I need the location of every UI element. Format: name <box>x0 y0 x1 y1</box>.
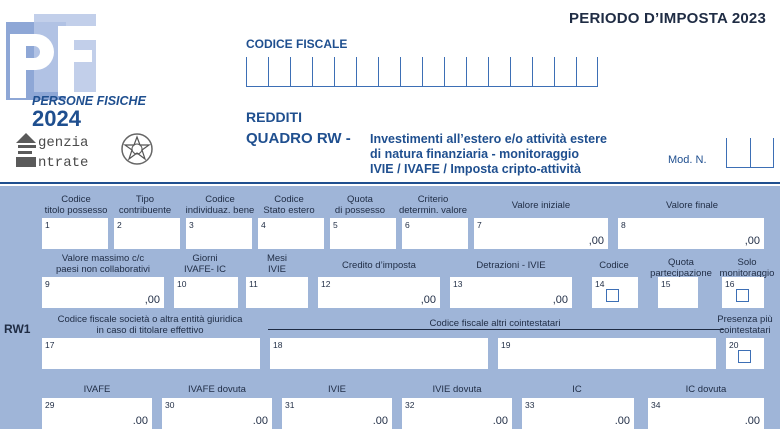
field-29-ivafe[interactable]: 29.00 <box>42 398 152 429</box>
quadro-desc-line: Investimenti all’estero e/o attività est… <box>370 132 607 146</box>
field-31-ivie[interactable]: 31.00 <box>282 398 392 429</box>
cf-cell[interactable] <box>422 57 444 87</box>
field-8-valore-finale[interactable]: 8,00 <box>618 218 764 249</box>
field-1[interactable]: 1 <box>42 218 108 249</box>
field-label-33: IC <box>572 384 582 395</box>
cf-cell[interactable] <box>466 57 488 87</box>
field-2[interactable]: 2 <box>114 218 180 249</box>
field-20-presenza-cointestatari[interactable]: 20 <box>726 338 764 369</box>
field-14-codice[interactable]: 14 <box>592 277 638 308</box>
quadro-desc-line: IVIE / IVAFE / Imposta cripto-attività <box>370 162 581 176</box>
field-label-14: Codice <box>599 260 629 271</box>
pf-logo <box>6 14 96 100</box>
cointestatari-divider <box>268 329 724 330</box>
field-18[interactable]: 18 <box>270 338 488 369</box>
cf-cell[interactable] <box>400 57 422 87</box>
field-label-12: Credito d’imposta <box>342 260 416 271</box>
field-label-30: IVAFE dovuta <box>188 384 246 395</box>
agenzia-entrate-logo: genzia ntrate <box>16 133 88 169</box>
field-19[interactable]: 19 <box>498 338 716 369</box>
field-7-valore-iniziale[interactable]: 7,00 <box>474 218 608 249</box>
cf-cell[interactable] <box>444 57 466 87</box>
field-label-18: Codice fiscale altri cointestatari <box>429 318 561 329</box>
field-label-31: IVIE <box>328 384 346 395</box>
field-label-13: Detrazioni - IVIE <box>476 260 546 271</box>
field-10[interactable]: 10 <box>174 277 238 308</box>
field-label-7: Valore iniziale <box>511 200 571 211</box>
codice-fiscale-label: CODICE FISCALE <box>246 37 348 51</box>
field-label-29: IVAFE <box>83 384 111 395</box>
logo-line2: 2024 <box>32 106 81 131</box>
cf-cell[interactable] <box>312 57 334 87</box>
field-34-ic-dovuta[interactable]: 34.00 <box>648 398 764 429</box>
monitoraggio-checkbox[interactable] <box>736 289 749 302</box>
quadro-description: Investimenti all’estero e/o attività est… <box>370 132 607 177</box>
field-16-solo-monitoraggio[interactable]: 16 <box>722 277 764 308</box>
cf-cell[interactable] <box>246 57 268 87</box>
row-label-rw1: RW1 <box>4 322 31 336</box>
field-3[interactable]: 3 <box>186 218 252 249</box>
cf-cell[interactable] <box>356 57 378 87</box>
cf-cell[interactable] <box>378 57 400 87</box>
field-5[interactable]: 5 <box>330 218 396 249</box>
codice-checkbox[interactable] <box>606 289 619 302</box>
field-9[interactable]: 9,00 <box>42 277 164 308</box>
cf-cell[interactable] <box>290 57 312 87</box>
cf-cell[interactable] <box>268 57 290 87</box>
field-11[interactable]: 11 <box>246 277 308 308</box>
cf-cell[interactable] <box>510 57 532 87</box>
field-17[interactable]: 17 <box>42 338 260 369</box>
field-12-credito-imposta[interactable]: 12,00 <box>318 277 440 308</box>
cf-cell[interactable] <box>334 57 356 87</box>
logo-line1: PERSONE FISICHE <box>32 94 146 108</box>
cf-cell[interactable] <box>532 57 554 87</box>
field-label-8: Valore finale <box>665 200 719 211</box>
field-15-quota[interactable]: 15 <box>658 277 698 308</box>
field-label-32: IVIE dovuta <box>432 384 482 395</box>
cf-cell[interactable] <box>488 57 510 87</box>
codice-fiscale-field[interactable] <box>246 57 598 87</box>
republic-emblem-icon <box>121 133 153 165</box>
mod-n-field[interactable] <box>726 138 774 168</box>
field-32-ivie-dovuta[interactable]: 32.00 <box>402 398 512 429</box>
field-label-34: IC dovuta <box>685 384 727 395</box>
entrate-text: ntrate <box>38 155 88 169</box>
mod-n-cell[interactable] <box>750 138 774 168</box>
field-33-ic[interactable]: 33.00 <box>522 398 634 429</box>
field-6[interactable]: 6 <box>402 218 468 249</box>
header-divider <box>0 182 780 184</box>
quadro-desc-line: di natura finanziaria - monitoraggio <box>370 147 580 161</box>
mod-n-label: Mod. N. <box>668 154 707 166</box>
field-13-detrazioni[interactable]: 13,00 <box>450 277 572 308</box>
field-label-17: Codice fiscale società o altra entità gi… <box>57 314 243 336</box>
cf-cell[interactable] <box>576 57 598 87</box>
field-30-ivafe-dovuta[interactable]: 30.00 <box>162 398 272 429</box>
tax-period-title: PERIODO D’IMPOSTA 2023 <box>569 10 766 27</box>
quadro-title: QUADRO RW - <box>246 130 351 147</box>
cf-cell[interactable] <box>554 57 576 87</box>
agenzia-text: genzia <box>38 135 88 151</box>
field-4[interactable]: 4 <box>258 218 324 249</box>
section-title: REDDITI <box>246 109 302 125</box>
cointestatari-checkbox[interactable] <box>738 350 751 363</box>
mod-n-cell[interactable] <box>726 138 750 168</box>
